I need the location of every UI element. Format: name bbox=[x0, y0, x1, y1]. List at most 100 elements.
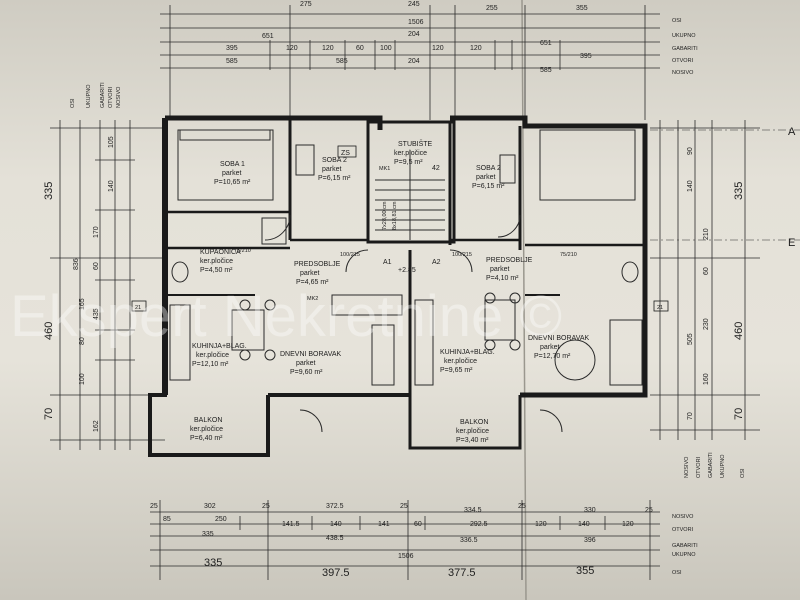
room-area: P=9,5 m² bbox=[394, 159, 423, 166]
room-area: P=6,40 m² bbox=[190, 435, 223, 442]
left-836: 836 bbox=[73, 258, 80, 270]
top-label-otvori: OTVORI bbox=[672, 58, 694, 64]
bottom-label-nosivo: NOSIVO bbox=[672, 514, 694, 520]
plan-markers: ZS MK1 MK2 42 A1 A2 +2.85 75/210 75/210 … bbox=[131, 145, 669, 312]
room-name: BALKON bbox=[194, 417, 222, 424]
room-finish: ker.pločice bbox=[456, 428, 489, 435]
right-label-otvori: OTVORI bbox=[696, 456, 702, 478]
top-651-right: 651 bbox=[540, 40, 552, 47]
bed-left-pillow bbox=[179, 129, 271, 141]
section-a1: A1 bbox=[383, 259, 392, 266]
sofa-left bbox=[371, 324, 395, 386]
mark-21-left: 21 bbox=[135, 305, 141, 311]
right-label-nosivo: NOSIVO bbox=[684, 456, 690, 478]
bed-right bbox=[539, 129, 636, 201]
bottom-25-a: 25 bbox=[150, 503, 158, 510]
bottom-label-osi: OSI bbox=[672, 570, 682, 576]
right-460: 460 bbox=[733, 322, 745, 340]
shower-left bbox=[261, 217, 287, 245]
top-204-b: 204 bbox=[408, 58, 420, 65]
room-finish: ker.pločice bbox=[196, 352, 229, 359]
mk2-label: MK2 bbox=[307, 296, 318, 302]
bottom-25-d: 25 bbox=[518, 503, 526, 510]
bottom-axis-397-5: 397.5 bbox=[322, 567, 350, 579]
floor-level: +2.85 bbox=[398, 267, 416, 274]
bottom-dimension-values: 25 302 25 372.5 25 334.5 25 330 25 85 25… bbox=[150, 503, 698, 579]
top-dimension-values: 275 245 255 355 1506 651 204 651 395 120… bbox=[226, 1, 698, 76]
room-name: SOBA 2 bbox=[322, 157, 347, 164]
room-finish: ker.pločice bbox=[444, 358, 477, 365]
section-a2: A2 bbox=[432, 259, 441, 266]
mark-21-right: 21 bbox=[657, 305, 663, 311]
room-soba-2-right: SOBA 2 parket P=6,15 m² bbox=[472, 165, 505, 190]
room-name: SOBA 1 bbox=[220, 161, 245, 168]
zs-label: ZS bbox=[341, 150, 350, 157]
top-label-gabariti: GABARITI bbox=[672, 46, 698, 52]
bottom-250: 250 bbox=[215, 516, 227, 523]
room-kupaonica: KUPAONICA ker.pločice P=4,50 m² bbox=[200, 249, 241, 274]
furniture bbox=[169, 129, 643, 433]
room-name: BALKON bbox=[460, 419, 488, 426]
top-dim-1: 275 bbox=[300, 1, 312, 8]
room-area: P=9,65 m² bbox=[440, 367, 473, 374]
top-120-b: 120 bbox=[322, 45, 334, 52]
desk-right bbox=[499, 154, 516, 184]
bottom-302: 302 bbox=[204, 503, 216, 510]
wc-right bbox=[621, 261, 639, 283]
door-swing-3 bbox=[449, 249, 473, 273]
room-area: P=10,65 m² bbox=[214, 179, 251, 186]
right-label-ukupno: UKUPNO bbox=[720, 454, 726, 478]
room-predsoblje-right: PREDSOBLJE parket P=4,10 m² bbox=[486, 257, 533, 282]
room-finish: parket bbox=[222, 170, 242, 177]
door-size-a: 75/210 bbox=[234, 248, 251, 254]
room-dnevni-left: DNEVNI BORAVAK parket P=9,60 m² bbox=[280, 351, 342, 376]
door-size-b: 75/210 bbox=[560, 252, 577, 258]
top-585-a: 585 bbox=[226, 58, 238, 65]
right-60: 60 bbox=[703, 267, 710, 275]
left-label-ukupno: UKUPNO bbox=[86, 84, 92, 108]
bottom-label-ukupno: UKUPNO bbox=[672, 552, 696, 558]
bottom-120-a: 120 bbox=[535, 521, 547, 528]
bottom-140: 140 bbox=[330, 521, 342, 528]
top-395-left: 395 bbox=[226, 45, 238, 52]
top-label-nosivo: NOSIVO bbox=[672, 70, 694, 76]
room-dnevni-right: DNEVNI BORAVAK parket P=12,70 m² bbox=[528, 335, 590, 360]
room-balkon-right: BALKON ker.pločice P=3,40 m² bbox=[456, 419, 489, 444]
room-kuhinja-right: KUHINJA+BLAG. ker.pločice P=9,65 m² bbox=[440, 349, 495, 374]
top-204: 204 bbox=[408, 31, 420, 38]
right-label-gabariti: GABARITI bbox=[708, 452, 714, 478]
room-finish: parket bbox=[540, 344, 560, 351]
room-area: P=12,10 m² bbox=[192, 361, 229, 368]
bottom-336-5: 336.5 bbox=[460, 537, 478, 544]
room-name: KUPAONICA bbox=[200, 249, 241, 256]
wc-left bbox=[171, 261, 189, 283]
room-area: P=6,15 m² bbox=[472, 183, 505, 190]
bottom-396: 396 bbox=[584, 537, 596, 544]
right-335: 335 bbox=[733, 182, 745, 200]
top-585-c: 585 bbox=[540, 67, 552, 74]
bottom-372: 372.5 bbox=[326, 503, 344, 510]
room-finish: ker.pločice bbox=[200, 258, 233, 265]
room-finish: parket bbox=[300, 270, 320, 277]
right-230: 230 bbox=[703, 318, 710, 330]
stair-dimension-a: 7x28,00 cm bbox=[382, 201, 388, 230]
kitchen-counter-left bbox=[169, 304, 191, 381]
desk-left bbox=[295, 144, 315, 176]
room-area: P=4,65 m² bbox=[296, 279, 329, 286]
room-area: P=4,50 m² bbox=[200, 267, 233, 274]
top-dim-4: 355 bbox=[576, 5, 588, 12]
top-dim-2: 245 bbox=[408, 1, 420, 8]
room-name: STUBIŠTE bbox=[398, 139, 433, 148]
left-335: 335 bbox=[43, 182, 55, 200]
left-label-osi: OSI bbox=[70, 98, 76, 108]
right-dimension-values: A E 335 460 70 90 140 210 60 505 230 160… bbox=[684, 126, 796, 478]
bottom-438-5: 438.5 bbox=[326, 535, 344, 542]
right-70-small: 70 bbox=[687, 412, 694, 420]
top-label-ukupno: UKUPNO bbox=[672, 33, 696, 39]
bottom-25-b: 25 bbox=[262, 503, 270, 510]
top-585-b: 585 bbox=[336, 58, 348, 65]
step-number: 42 bbox=[432, 165, 440, 172]
room-area: P=3,40 m² bbox=[456, 437, 489, 444]
bottom-120-b: 120 bbox=[622, 521, 634, 528]
left-140: 140 bbox=[108, 180, 115, 192]
